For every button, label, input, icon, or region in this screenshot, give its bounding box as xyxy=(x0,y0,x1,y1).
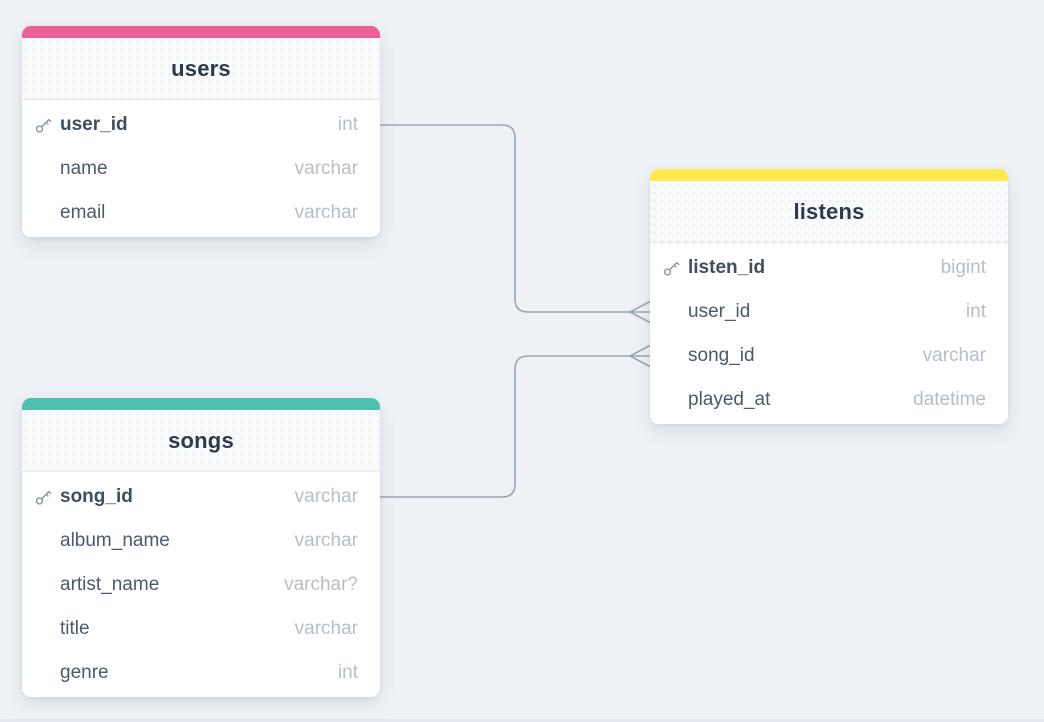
field-name: listen_id xyxy=(688,257,766,278)
field-type: varchar xyxy=(294,618,358,639)
field-row-played-at[interactable]: played_at datetime xyxy=(650,378,1008,422)
table-users[interactable]: users user_id int name varchar email var… xyxy=(22,26,380,237)
table-title: listens xyxy=(793,198,865,224)
canvas-bottom-edge xyxy=(0,719,1044,722)
field-type: varchar? xyxy=(284,574,358,595)
primary-key-icon xyxy=(662,259,681,278)
table-songs-color-bar xyxy=(22,398,380,410)
table-users-color-bar xyxy=(22,26,380,38)
table-listens[interactable]: listens listen_id bigint user_id int son… xyxy=(650,169,1008,424)
field-name: played_at xyxy=(688,389,771,410)
table-listens-rows: listen_id bigint user_id int song_id var… xyxy=(650,243,1008,424)
field-name: song_id xyxy=(688,345,755,366)
relationship-songs-listens[interactable] xyxy=(379,344,652,498)
field-name: email xyxy=(60,202,106,223)
field-row-listen-id[interactable]: listen_id bigint xyxy=(650,246,1008,290)
table-users-header[interactable]: users xyxy=(22,38,380,100)
field-type: varchar xyxy=(294,486,358,507)
table-listens-color-bar xyxy=(650,169,1008,181)
field-row-genre[interactable]: genre int xyxy=(22,651,380,695)
field-name: title xyxy=(60,618,90,639)
table-songs-rows: song_id varchar album_name varchar artis… xyxy=(22,472,380,697)
field-row-user-id[interactable]: user_id int xyxy=(22,103,380,147)
table-listens-header[interactable]: listens xyxy=(650,181,1008,243)
crow-foot-many-icon xyxy=(629,344,652,368)
relationship-users-listens[interactable] xyxy=(379,124,652,324)
field-row-user-id[interactable]: user_id int xyxy=(650,290,1008,334)
field-row-title[interactable]: title varchar xyxy=(22,607,380,651)
field-type: varchar xyxy=(294,202,358,223)
field-name: user_id xyxy=(60,114,128,135)
field-type: int xyxy=(337,114,358,135)
field-type: datetime xyxy=(913,389,986,410)
table-title: songs xyxy=(168,427,234,453)
field-type: int xyxy=(337,662,358,683)
field-row-name[interactable]: name varchar xyxy=(22,147,380,191)
field-name: genre xyxy=(60,662,109,683)
field-name: name xyxy=(60,158,108,179)
table-title: users xyxy=(171,55,231,81)
field-type: bigint xyxy=(940,257,986,278)
field-type: int xyxy=(965,301,986,322)
field-type: varchar xyxy=(294,158,358,179)
crow-foot-many-icon xyxy=(629,300,652,324)
field-type: varchar xyxy=(294,530,358,551)
primary-key-icon xyxy=(34,488,53,507)
field-row-song-id[interactable]: song_id varchar xyxy=(650,334,1008,378)
field-type: varchar xyxy=(922,345,986,366)
field-name: user_id xyxy=(688,301,751,322)
field-name: song_id xyxy=(60,486,133,507)
field-name: album_name xyxy=(60,530,170,551)
field-name: artist_name xyxy=(60,574,160,595)
table-songs[interactable]: songs song_id varchar album_name varchar… xyxy=(22,398,380,697)
primary-key-icon xyxy=(34,116,53,135)
field-row-song-id[interactable]: song_id varchar xyxy=(22,475,380,519)
field-row-email[interactable]: email varchar xyxy=(22,191,380,235)
table-users-rows: user_id int name varchar email varchar xyxy=(22,100,380,237)
field-row-artist-name[interactable]: artist_name varchar? xyxy=(22,563,380,607)
field-row-album-name[interactable]: album_name varchar xyxy=(22,519,380,563)
table-songs-header[interactable]: songs xyxy=(22,410,380,472)
